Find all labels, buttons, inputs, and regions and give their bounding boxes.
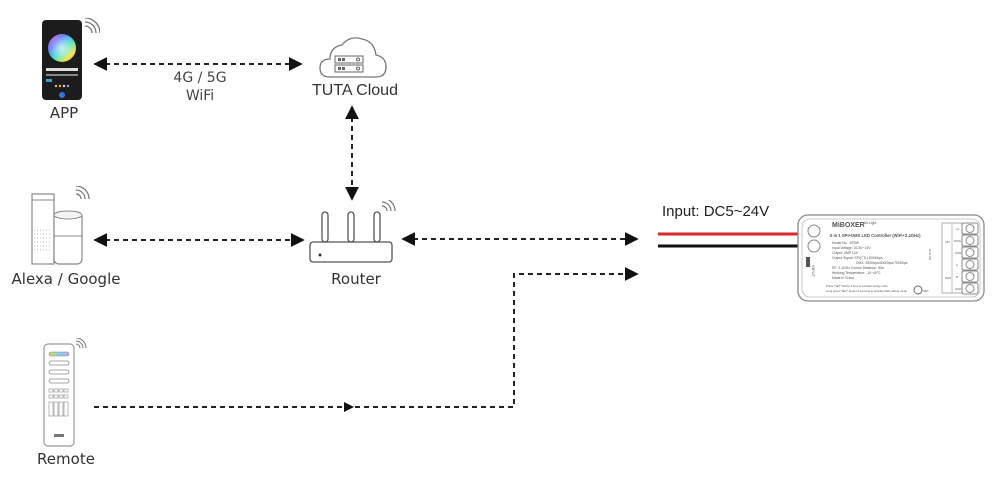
app-phone-icon <box>40 17 101 102</box>
controller-brand-sub: Mi-Light <box>864 221 876 225</box>
power-input-label: Input: DC5~24V <box>662 203 770 220</box>
set-button-label: SET <box>923 289 929 293</box>
terminal-label: GND <box>955 287 961 291</box>
controller-spec-line: Input Voltage: DC5V~24V <box>832 246 871 250</box>
output-group-dmx: DMX <box>945 276 951 280</box>
cloud-server-icon <box>318 33 388 85</box>
app-label: APP <box>49 104 79 122</box>
led-controller: INPUT MiBOXER Mi-Light 5 in 1 SPI+DMX LE… <box>796 213 985 302</box>
controller-note-line: Press "SET" button 1 time to activate wi… <box>826 284 888 288</box>
remote-control-icon <box>42 337 88 452</box>
output-group-spi: SPI <box>945 240 950 244</box>
smart-speaker-icon <box>30 185 92 270</box>
output-label: OUTPUT <box>928 248 932 260</box>
terminal-label: GND <box>955 251 961 255</box>
set-button[interactable] <box>913 285 923 295</box>
controller-note-line: Long press "SET" button 5 seconds to act… <box>826 289 907 293</box>
cloud-label: TUTA Cloud <box>312 82 398 99</box>
link-label-wifi: WiFi <box>185 88 215 104</box>
link-label-network: 4G / 5G <box>173 70 227 86</box>
controller-spec-line: Output: 6MP 12A <box>832 251 859 255</box>
svg-text:INPUT: INPUT <box>811 265 816 278</box>
remote-controller-link <box>94 267 639 408</box>
remote-link-mid-arrow <box>344 402 354 412</box>
controller-brand: MiBOXER <box>832 222 865 229</box>
controller-spec-line: RF: 2.4GHz Control Distance: 30m <box>832 266 885 270</box>
terminal-label: B <box>956 275 958 279</box>
terminal-label: A <box>956 263 958 267</box>
alexa-google-label: Alexa / Google <box>11 270 121 288</box>
terminal-label: DATA <box>954 239 961 243</box>
controller-spec-line: Made in China <box>832 276 854 280</box>
controller-spec-line: Output Signal: SPI(TTL) 800Kbps <box>832 256 883 260</box>
controller-spec-line: Model No.: SP5W <box>832 241 860 245</box>
terminal-label: V+ <box>956 227 960 231</box>
controller-title: 5 in 1 SPI+DMX LED Controller (WiFi+2.4G… <box>830 233 921 238</box>
remote-label: Remote <box>37 450 95 468</box>
router-icon <box>306 197 398 270</box>
led-controller-body: INPUT MiBOXER Mi-Light 5 in 1 SPI+DMX LE… <box>797 214 985 302</box>
controller-spec-line: Working Temperature: -10~40°C <box>832 271 881 275</box>
router-label: Router <box>331 270 381 288</box>
controller-spec-line: DMX: 250Kbps/400Kbps/750Kbps <box>856 261 908 265</box>
